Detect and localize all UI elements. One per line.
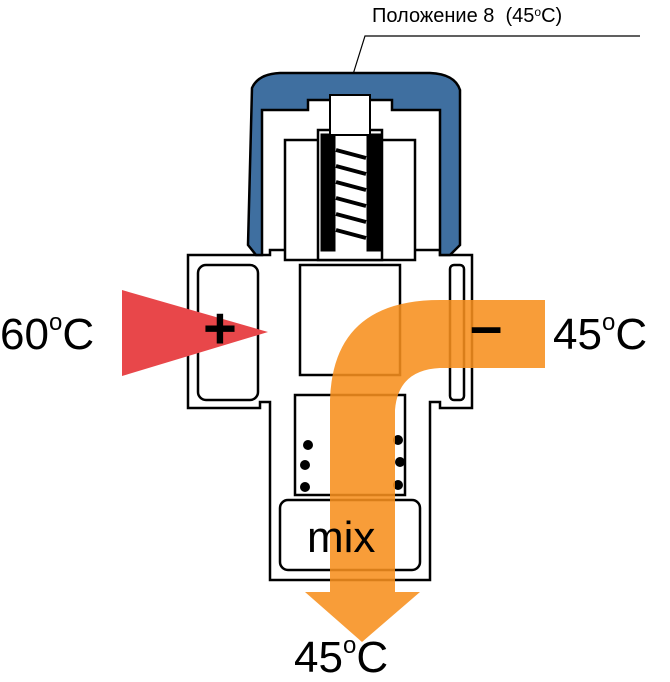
hot-inlet-arrow xyxy=(122,290,268,376)
position-callout: Положение 8 (45oC) xyxy=(372,5,563,27)
adjustment-cap xyxy=(246,71,462,257)
outlet-temperature: 45oC xyxy=(294,632,389,682)
hot-plus-sign: + xyxy=(203,296,237,361)
upper-spring xyxy=(320,133,382,252)
cold-minus-sign: – xyxy=(470,294,503,359)
hot-inlet-temperature: 60oC xyxy=(0,309,95,359)
cold-inlet-temperature: 45oC xyxy=(553,309,648,359)
mix-label: mix xyxy=(307,513,376,562)
cap-stem xyxy=(329,94,371,136)
mix-flow-arrow xyxy=(305,300,545,642)
lower-spring xyxy=(300,435,405,492)
